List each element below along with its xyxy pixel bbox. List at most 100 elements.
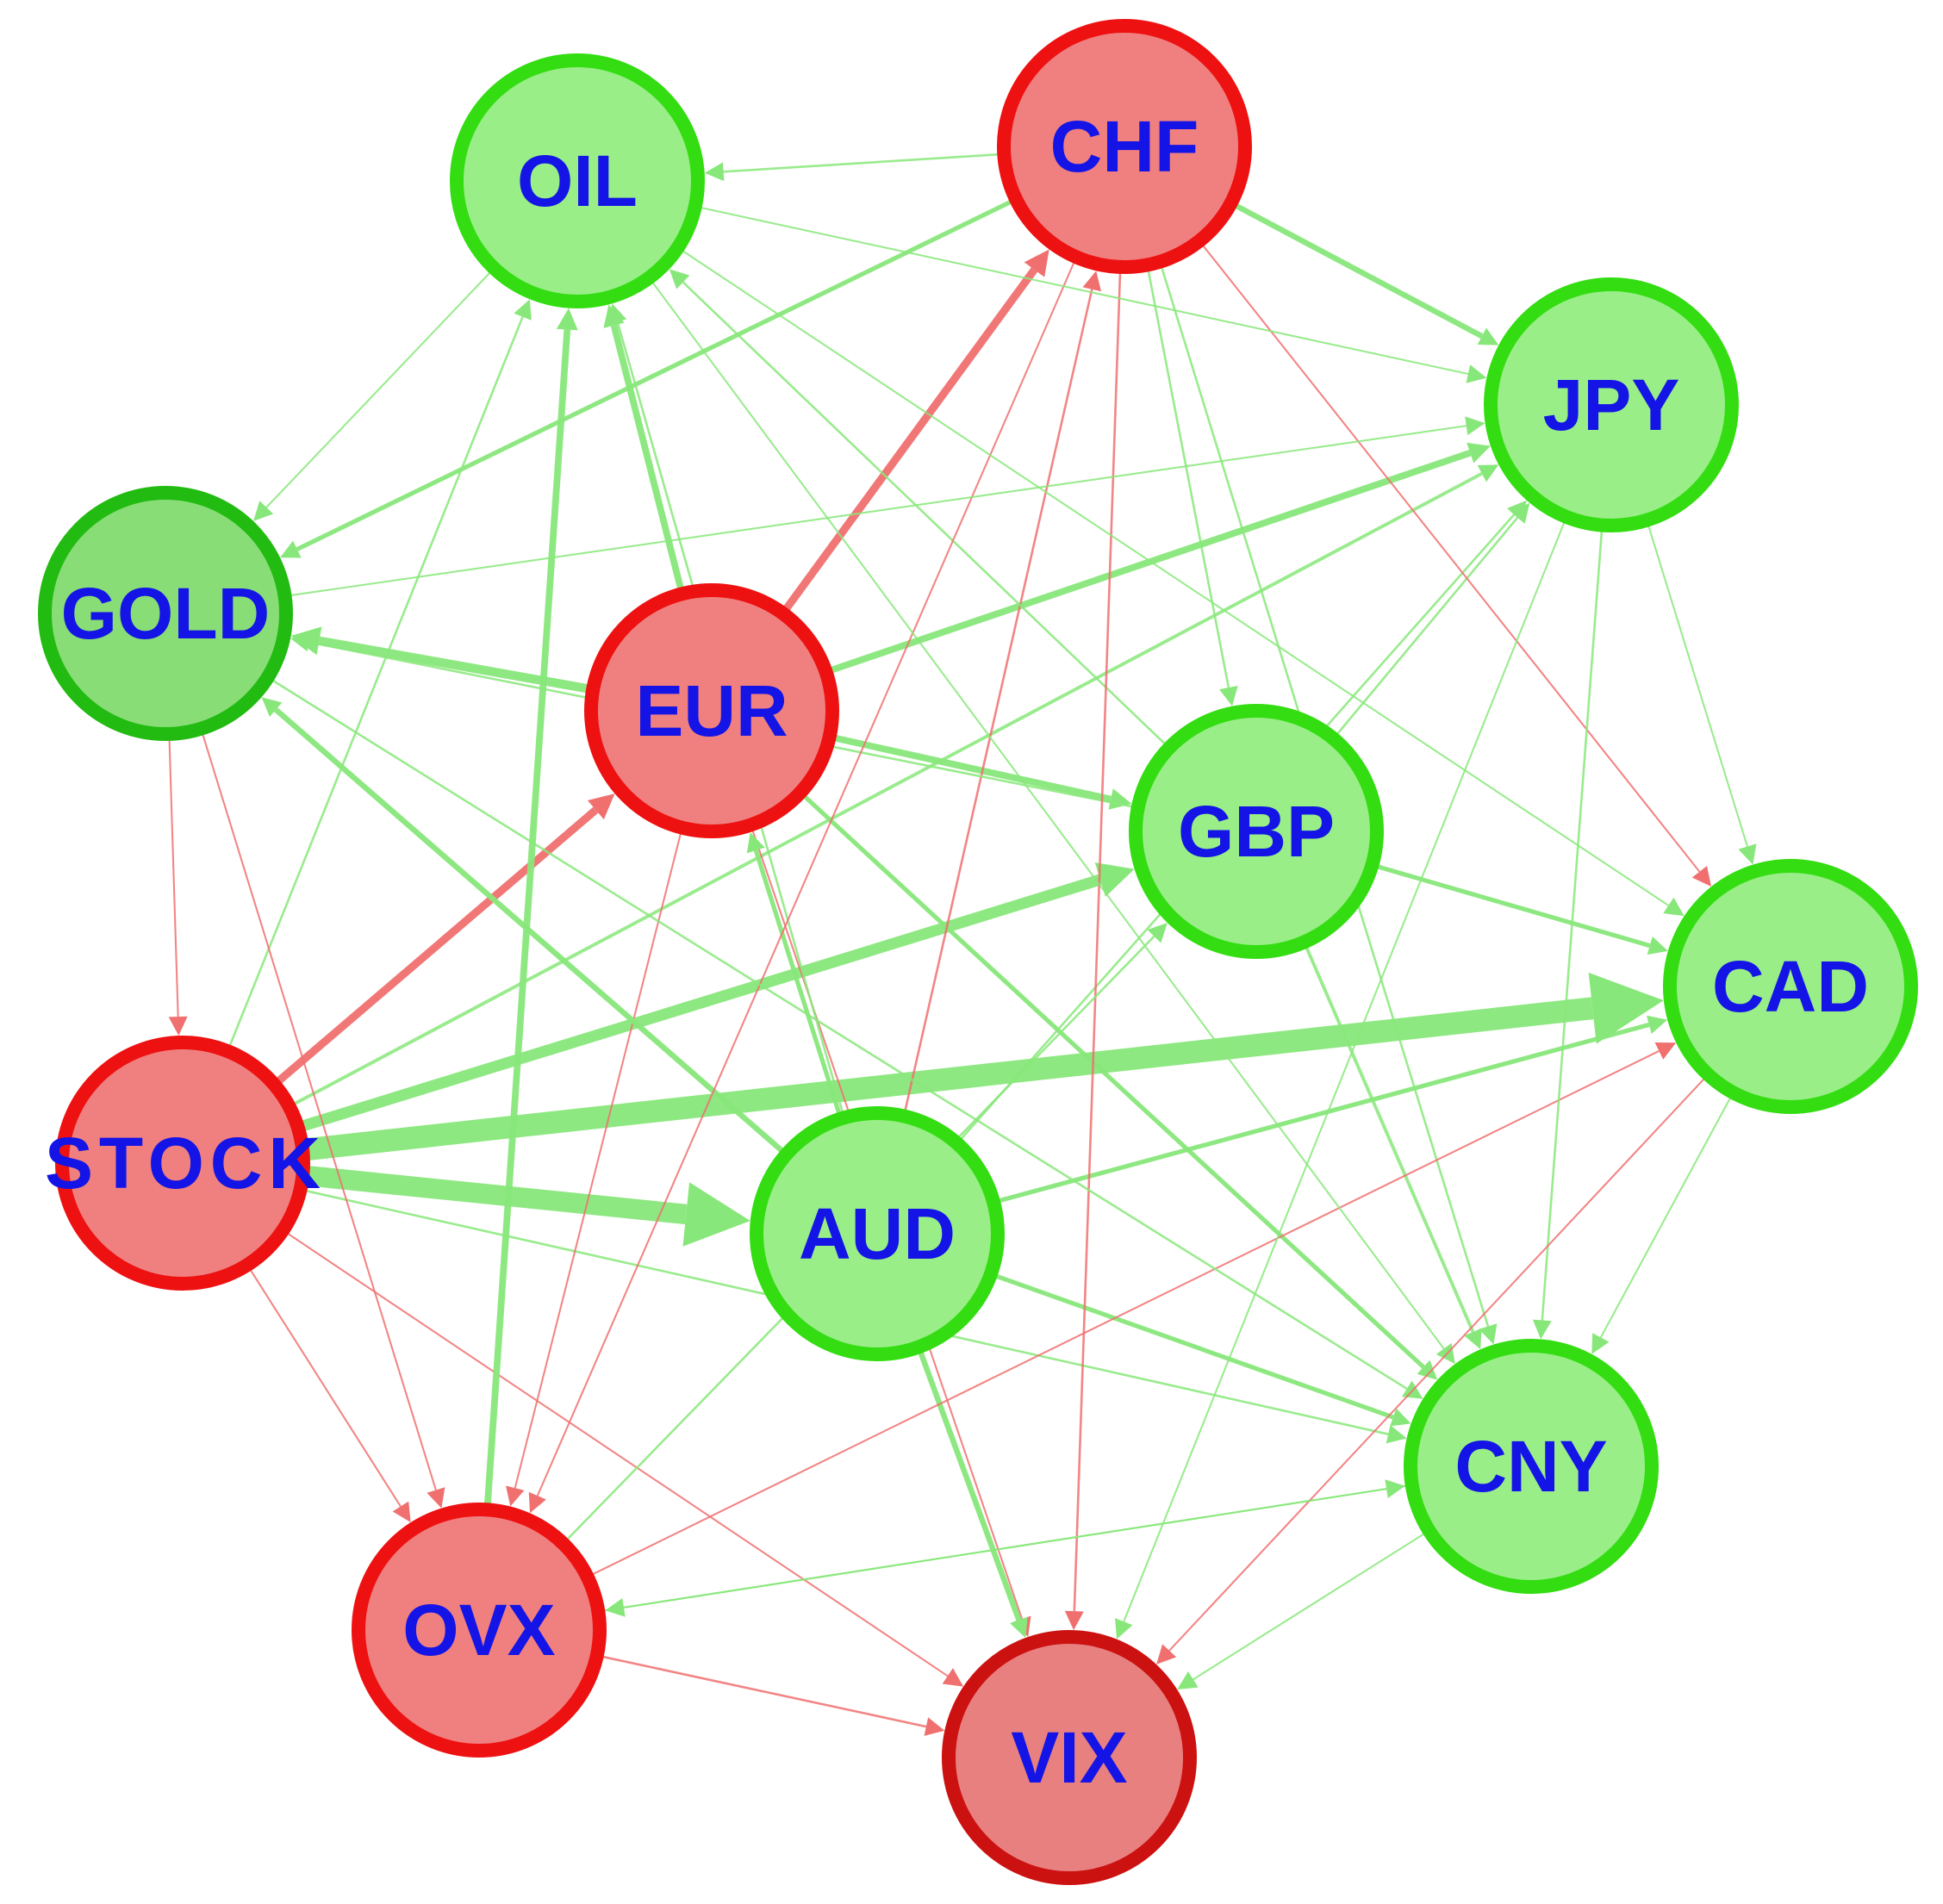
edge-line <box>1599 1084 1739 1338</box>
edge-arrowhead <box>1115 1618 1133 1640</box>
edge-arrowhead <box>1663 897 1685 917</box>
edge-gbp-to-cny <box>1298 933 1482 1350</box>
edge-oil-to-cny <box>643 270 1455 1365</box>
edge-arrowhead <box>1219 685 1238 706</box>
edge-oil-to-gold <box>253 261 501 521</box>
edge-line <box>816 449 1472 678</box>
edge-stock-to-jpy <box>280 464 1499 1112</box>
edge-arrowhead <box>427 1487 445 1509</box>
edge-oil-to-cad <box>669 242 1685 917</box>
edge-arrowhead <box>1082 271 1102 292</box>
edge-line <box>984 1022 1650 1207</box>
edge-cad-to-cny <box>1591 1084 1739 1354</box>
edge-chf-to-jpy <box>1222 196 1499 345</box>
edge-aud-to-cad <box>984 1015 1668 1207</box>
edge-line <box>1541 516 1604 1321</box>
edge-arrowhead <box>1177 1671 1199 1690</box>
edge-line <box>265 806 599 1093</box>
edge-aud-to-gold <box>261 697 795 1163</box>
edges-layer <box>168 152 1757 1736</box>
edge-line <box>981 1269 1394 1420</box>
edge-line <box>280 471 1483 1112</box>
edge-line <box>276 425 1467 599</box>
edge-line <box>912 1337 1022 1621</box>
node-label: JPY <box>1543 364 1680 445</box>
edge-line <box>1193 233 1701 873</box>
edge-jpy-to-cny <box>1532 516 1604 1340</box>
edge-arrowhead <box>528 1491 546 1514</box>
node-circle <box>1663 859 1918 1114</box>
edge-line <box>1123 508 1571 1622</box>
edge-arrowhead <box>1654 1042 1677 1060</box>
edge-arrowhead <box>1647 1015 1668 1035</box>
edge-aud-to-vix <box>912 1337 1028 1639</box>
edge-arrowhead <box>1156 1644 1177 1664</box>
edge-arrowhead <box>1010 1616 1028 1639</box>
node-aud: AUD <box>750 1106 1005 1361</box>
edge-line <box>579 1049 1660 1582</box>
edge-arrowhead <box>669 269 690 289</box>
edge-arrowhead <box>1386 1424 1407 1444</box>
edge-arrowhead <box>704 162 725 182</box>
edge-arrowhead <box>1691 865 1712 887</box>
edge-gbp-to-jpy <box>1327 502 1530 746</box>
edge-gbp-to-cad <box>1363 860 1668 955</box>
edge-arrowhead <box>1464 1328 1482 1350</box>
edge-arrowhead <box>924 1717 945 1736</box>
node-circle <box>997 19 1252 274</box>
edge-line <box>1363 860 1651 949</box>
edge-cad-to-vix <box>1156 1067 1715 1664</box>
edge-line <box>1298 933 1475 1333</box>
edge-chf-to-oil <box>704 152 1013 182</box>
node-label: EUR <box>635 670 788 751</box>
edge-arrowhead <box>261 697 283 717</box>
node-cad: CAD <box>1663 859 1918 1114</box>
edge-gold-to-jpy <box>276 416 1485 599</box>
edge-arrowhead <box>556 308 578 331</box>
edge-arrowhead <box>587 793 615 820</box>
edge-line <box>296 193 1025 551</box>
node-circle <box>584 583 839 838</box>
edge-cny-to-vix <box>1177 1525 1437 1690</box>
node-circle <box>1129 704 1384 959</box>
edge-arrowhead <box>280 540 302 558</box>
edge-arrowhead <box>1390 1408 1411 1427</box>
node-label: STOCK <box>45 1123 321 1204</box>
edge-aud-to-eur <box>746 832 846 1128</box>
edge-arrowhead <box>1467 442 1491 464</box>
edge-chf-to-gold <box>280 193 1025 558</box>
node-chf: CHF <box>997 19 1252 274</box>
edge-jpy-to-cad <box>1643 511 1757 865</box>
node-gold: GOLD <box>38 486 293 741</box>
edge-line <box>723 152 1013 173</box>
edge-line <box>1222 196 1484 339</box>
edge-eur-to-oil <box>603 304 688 603</box>
edge-arrowhead <box>1477 327 1499 345</box>
node-jpy: JPY <box>1484 277 1739 532</box>
edge-gold-to-ovx <box>197 719 445 1509</box>
edge-line <box>669 242 1669 906</box>
edge-line <box>1643 511 1748 847</box>
edge-line <box>1073 258 1122 1612</box>
edge-line <box>900 289 1093 1125</box>
edge-arrowhead <box>1465 416 1485 436</box>
edge-chf-to-ovx <box>528 248 1081 1514</box>
edge-line <box>288 874 1102 1136</box>
edge-line <box>536 248 1081 1496</box>
edge-chf-to-gbp <box>1144 256 1238 706</box>
edge-arrowhead <box>1385 1479 1405 1499</box>
edge-arrowhead <box>1588 972 1664 1044</box>
edge-line <box>623 1482 1421 1608</box>
edge-stock-to-eur <box>265 793 615 1093</box>
edge-arrowhead <box>1024 249 1049 277</box>
edge-arrowhead <box>607 303 627 325</box>
node-label: OIL <box>517 140 638 221</box>
edge-line <box>792 785 1425 1369</box>
edge-arrowhead <box>392 1501 411 1523</box>
edge-line <box>588 1652 927 1728</box>
edge-line <box>610 324 688 603</box>
edge-arrowhead <box>514 299 532 320</box>
edge-arrowhead <box>1064 1610 1084 1631</box>
edge-line <box>820 731 1112 803</box>
